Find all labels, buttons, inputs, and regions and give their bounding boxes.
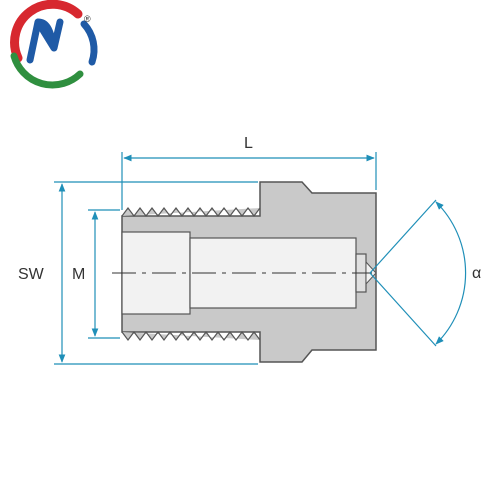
registered-mark: ®: [84, 14, 91, 24]
logo-green-arc: [10, 52, 84, 89]
length-label: L: [244, 135, 253, 152]
thread-label: M: [72, 266, 85, 283]
dimension-lines: [54, 152, 467, 365]
logo-blue-arc: [80, 20, 98, 66]
company-logo: ®: [10, 0, 98, 89]
thread-top: [121, 207, 261, 217]
thread-bottom: [121, 331, 261, 341]
logo-red-arc: [10, 0, 83, 63]
spray-angle-label: α: [472, 265, 481, 282]
nozzle-body: [112, 181, 377, 363]
hex-size-label: SW: [18, 266, 45, 283]
logo-n-letter: [26, 18, 64, 64]
spray-angle-arc: [435, 201, 467, 345]
